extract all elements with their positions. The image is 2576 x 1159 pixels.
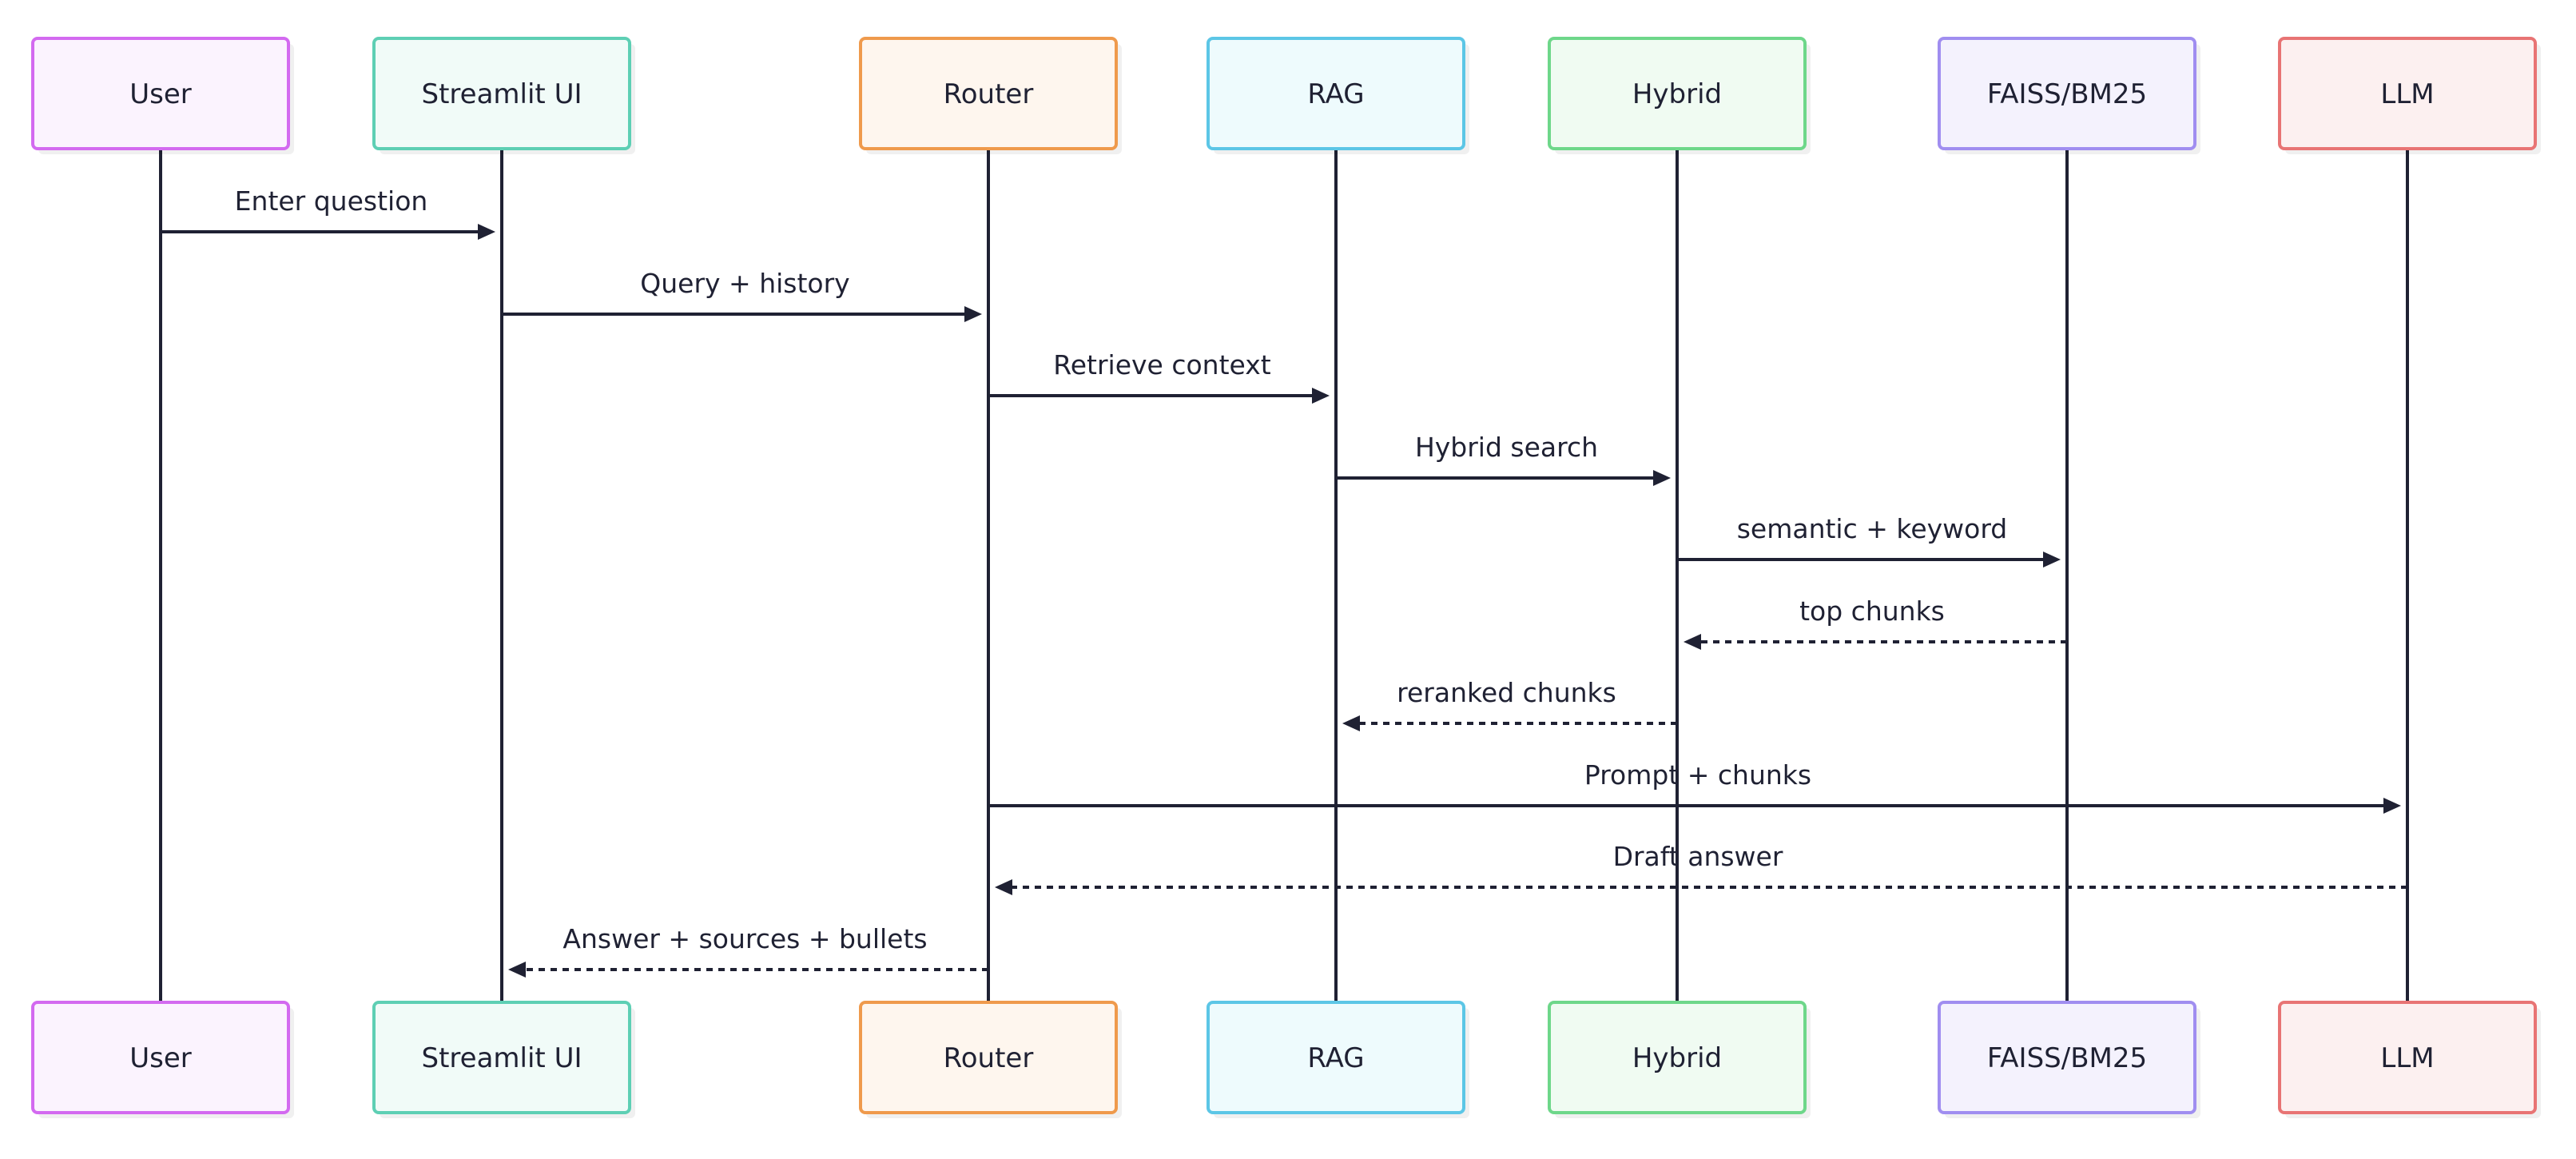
message-label: Query + history	[640, 268, 849, 299]
actor-label: Router	[944, 78, 1034, 110]
message-6: top chunks	[1684, 595, 2067, 650]
actor-label: Hybrid	[1632, 1042, 1722, 1074]
actor-box	[372, 37, 631, 150]
actor-user-bottom: User	[31, 1001, 294, 1118]
actor-label: RAG	[1307, 1042, 1364, 1074]
message-10: Answer + sources + bullets	[508, 923, 988, 978]
actors-bottom: User Streamlit UI Router RAG Hybrid FAISS/BM2…	[31, 1001, 2541, 1118]
actor-label: LLM	[2380, 1042, 2434, 1074]
message-label: Draft answer	[1613, 841, 1783, 872]
actor-box	[1207, 37, 1465, 150]
actor-hybrid-bottom: Hybrid	[1548, 1001, 1811, 1118]
message-label: reranked chunks	[1397, 677, 1616, 708]
arrowhead	[2383, 798, 2401, 814]
message-label: Retrieve context	[1053, 349, 1270, 380]
actor-hybrid-top: Hybrid	[1548, 37, 1811, 154]
actor-label: User	[129, 78, 192, 110]
arrowhead	[964, 306, 982, 322]
actor-box	[859, 37, 1118, 150]
arrowhead	[1342, 715, 1360, 731]
actor-ui-top: Streamlit UI	[372, 37, 635, 154]
message-label: Prompt + chunks	[1584, 759, 1811, 791]
actor-router-bottom: Router	[859, 1001, 1122, 1118]
actor-label: LLM	[2380, 78, 2434, 110]
message-2: Query + history	[502, 268, 982, 322]
arrowhead	[2043, 552, 2061, 568]
actor-label: Streamlit UI	[422, 78, 582, 110]
message-label: Answer + sources + bullets	[563, 923, 927, 954]
actor-rag-top: RAG	[1207, 37, 1469, 154]
actor-router-top: Router	[859, 37, 1122, 154]
message-7: reranked chunks	[1342, 677, 1677, 731]
actor-user-top: User	[31, 37, 294, 154]
arrowhead	[1312, 388, 1330, 404]
actor-rag-bottom: RAG	[1207, 1001, 1469, 1118]
message-5: semantic + keyword	[1677, 513, 2061, 568]
actor-box	[1548, 1001, 1807, 1114]
actor-label: Hybrid	[1632, 78, 1722, 110]
arrowhead	[478, 224, 495, 240]
actor-box	[1207, 1001, 1465, 1114]
message-label: Enter question	[235, 185, 428, 217]
actor-box	[2278, 37, 2537, 150]
actor-faiss-top: FAISS/BM25	[1938, 37, 2200, 154]
actor-box	[1548, 37, 1807, 150]
actor-box	[31, 1001, 290, 1114]
actor-box	[31, 37, 290, 150]
actor-box	[1938, 1001, 2196, 1114]
message-label: semantic + keyword	[1737, 513, 2008, 544]
actor-ui-bottom: Streamlit UI	[372, 1001, 635, 1118]
message-8: Prompt + chunks	[988, 759, 2401, 814]
actor-box	[859, 1001, 1118, 1114]
message-9: Draft answer	[995, 841, 2407, 895]
actor-label: Router	[944, 1042, 1034, 1074]
actor-label: FAISS/BM25	[1987, 78, 2147, 110]
message-1: Enter question	[161, 185, 495, 240]
lifelines	[159, 149, 2409, 1002]
arrowhead	[1653, 470, 1671, 486]
actor-box	[2278, 1001, 2537, 1114]
actor-box	[1938, 37, 2196, 150]
actor-label: Streamlit UI	[422, 1042, 582, 1074]
message-4: Hybrid search	[1336, 432, 1671, 486]
actor-llm-top: LLM	[2278, 37, 2541, 154]
actor-faiss-bottom: FAISS/BM25	[1938, 1001, 2200, 1118]
arrowhead	[995, 879, 1012, 895]
actors-top: User Streamlit UI Router RAG Hybrid FAISS/BM2…	[31, 37, 2541, 154]
message-label: top chunks	[1799, 595, 1945, 627]
arrowhead	[508, 962, 526, 978]
actor-label: RAG	[1307, 78, 1364, 110]
actor-llm-bottom: LLM	[2278, 1001, 2541, 1118]
message-label: Hybrid search	[1415, 432, 1598, 463]
arrowhead	[1684, 634, 1701, 650]
actor-label: FAISS/BM25	[1987, 1042, 2147, 1074]
actor-label: User	[129, 1042, 192, 1074]
actor-box	[372, 1001, 631, 1114]
message-3: Retrieve context	[988, 349, 1330, 404]
